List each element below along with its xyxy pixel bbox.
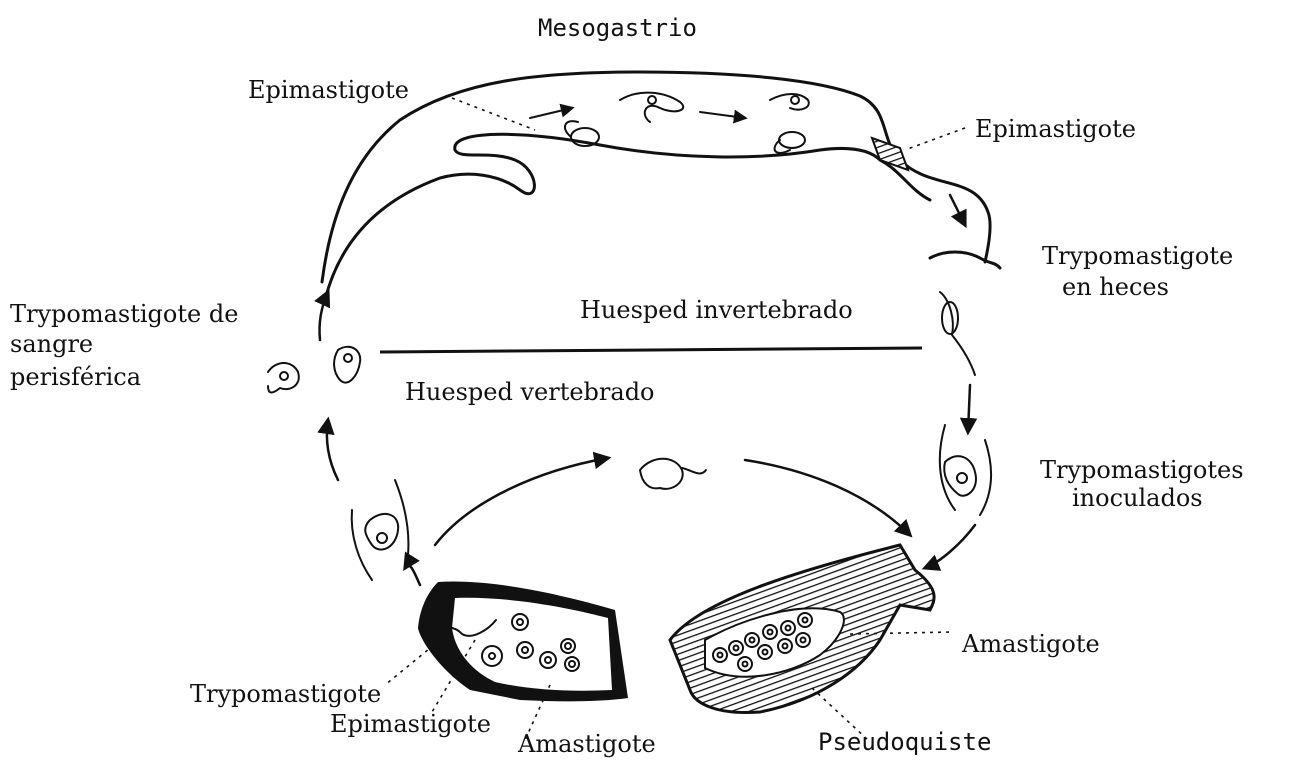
free-trypomastigote <box>640 459 706 489</box>
label-amastigote-right: Amastigote <box>961 630 1100 658</box>
label-trypo-sangre-3: perisférica <box>10 363 141 391</box>
insect-gut <box>322 72 990 300</box>
right-pseudocyst <box>670 545 934 713</box>
label-pseudoquiste: Pseudoquiste <box>818 728 991 756</box>
tissue-trypomastigote <box>365 514 398 550</box>
trypomastigote-feces <box>930 252 1000 375</box>
gut-epimastigote-4 <box>775 132 805 153</box>
label-trypo-heces-1: Trypomastigote <box>1042 242 1233 270</box>
title-mesogastrio: Mesogastrio <box>538 14 697 42</box>
division-line <box>380 348 922 352</box>
label-epimastigote-left: Epimastigote <box>248 76 409 104</box>
label-trypo-sangre-2: sangre <box>10 330 93 358</box>
label-huesped-invertebrado: Huesped invertebrado <box>580 296 853 324</box>
label-trypo-heces-2: en heces <box>1062 273 1169 301</box>
central-cycle <box>435 458 910 545</box>
label-trypo-inoculados-2: inoculados <box>1072 484 1203 512</box>
label-trypo-sangre-1: Trypomastigote de <box>10 300 238 328</box>
blood-trypomastigote-2 <box>334 347 360 383</box>
label-amastigote-bottom: Amastigote <box>517 730 656 758</box>
gut-epimastigote-2 <box>620 93 683 122</box>
inoculated-trypomastigote <box>944 456 976 496</box>
right-cycle <box>925 385 991 568</box>
left-cycle <box>268 292 420 585</box>
label-trypomastigote-bottom: Trypomastigote <box>190 680 381 708</box>
blood-trypomastigote-1 <box>268 363 299 392</box>
label-trypo-inoculados-1: Trypomastigotes <box>1040 456 1244 484</box>
label-epimastigote-bottom: Epimastigote <box>330 710 491 738</box>
label-huesped-vertebrado: Huesped vertebrado <box>405 378 655 406</box>
gut-epimastigote-3 <box>770 94 809 110</box>
label-epimastigote-right: Epimastigote <box>975 115 1136 143</box>
